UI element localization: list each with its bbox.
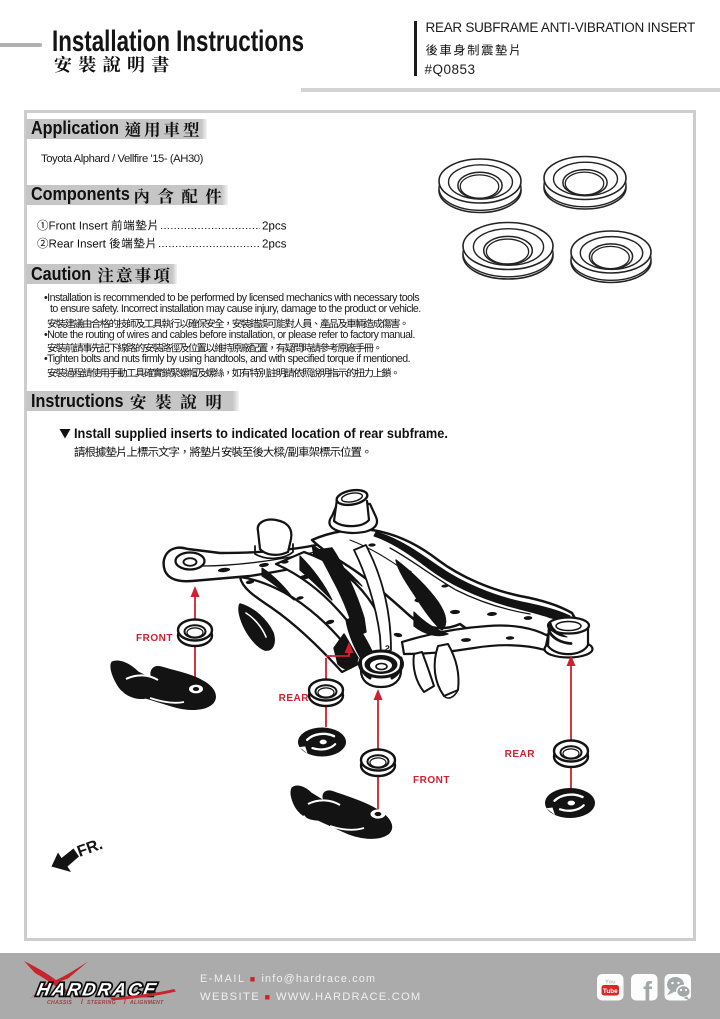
svg-text:Tube: Tube bbox=[603, 988, 618, 995]
svg-text:REAR: REAR bbox=[279, 693, 310, 704]
svg-text:2: 2 bbox=[384, 643, 391, 654]
svg-text:FR.: FR. bbox=[75, 836, 105, 861]
svg-text:CHASSIS: CHASSIS bbox=[47, 1000, 72, 1006]
svg-text:FRONT: FRONT bbox=[413, 775, 450, 786]
svg-text:/: / bbox=[81, 999, 83, 1006]
svg-text:HARDRACE: HARDRACE bbox=[35, 980, 159, 1000]
svg-text:REAR: REAR bbox=[505, 749, 536, 760]
svg-text:f: f bbox=[643, 977, 653, 1007]
svg-text:/: / bbox=[124, 999, 126, 1006]
svg-text:You: You bbox=[605, 980, 616, 986]
svg-text:STEERING: STEERING bbox=[87, 1000, 116, 1006]
svg-text:FRONT: FRONT bbox=[136, 633, 173, 644]
svg-text:ALIGNMENT: ALIGNMENT bbox=[129, 1000, 164, 1006]
